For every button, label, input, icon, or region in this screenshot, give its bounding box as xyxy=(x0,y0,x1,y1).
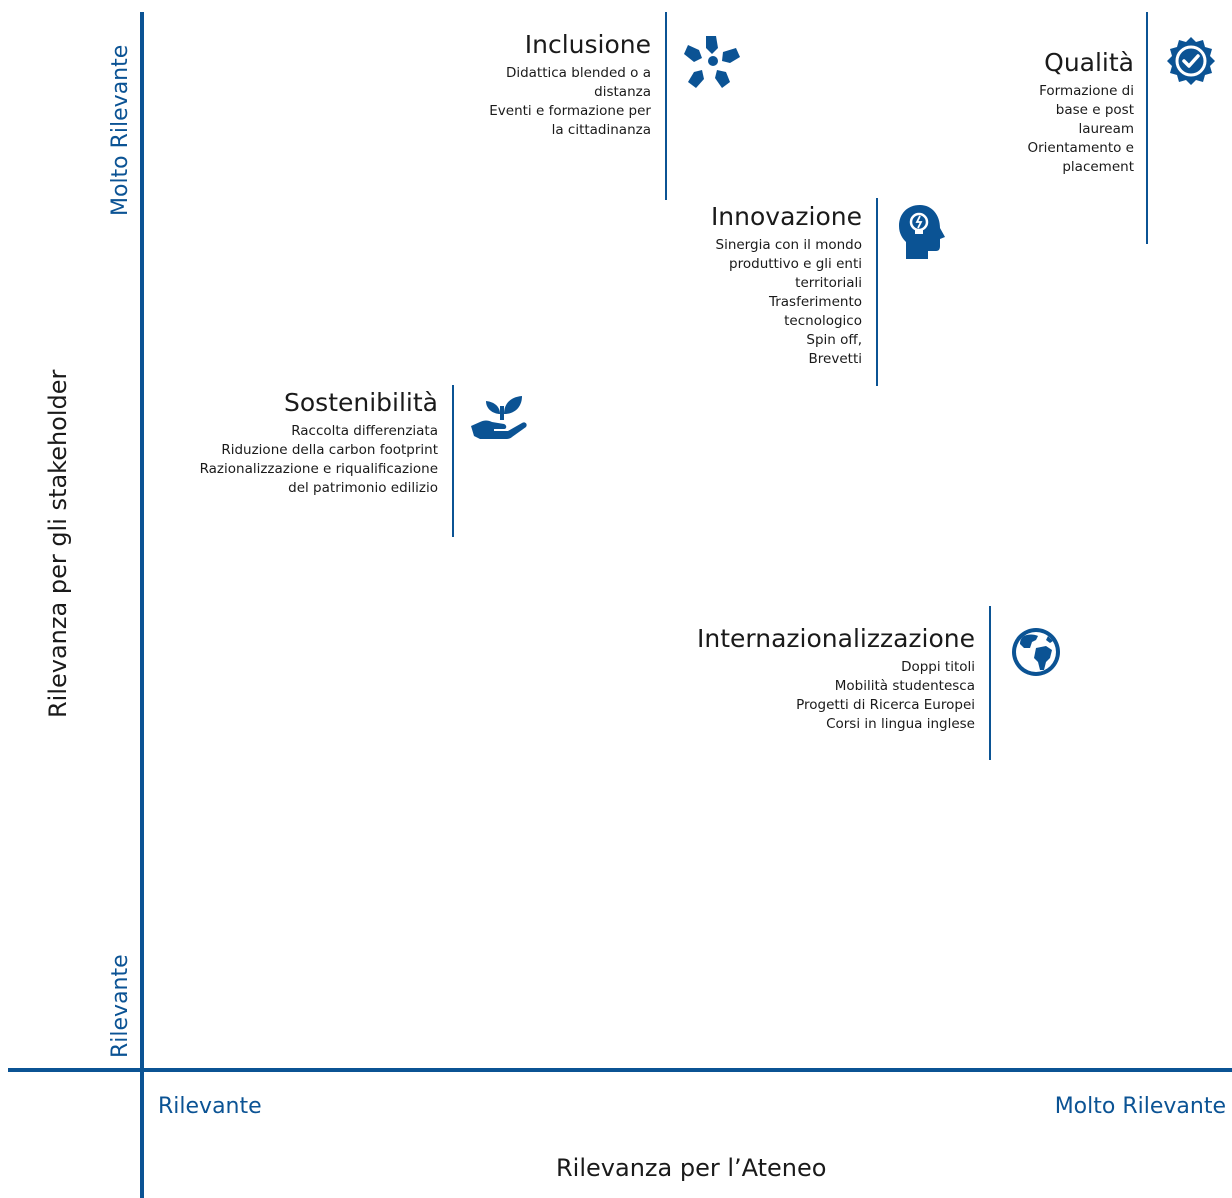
y-axis-label: Rilevanza per gli stakeholder xyxy=(44,369,72,718)
head-lightbulb-icon xyxy=(898,204,946,264)
point-item: placement xyxy=(1062,159,1134,175)
point-separator xyxy=(1146,12,1148,244)
hand-plant-icon xyxy=(470,392,530,444)
point-item: la cittadinanza xyxy=(551,122,651,138)
point-title: Sostenibilità xyxy=(284,388,438,417)
point-title: Qualità xyxy=(1044,48,1134,77)
point-separator xyxy=(665,12,667,200)
point-item: Sinergia con il mondo xyxy=(715,237,863,253)
point-item: Formazione di xyxy=(1039,83,1134,99)
point-internazionalizzazione: Internazionalizzazione Doppi titoli Mobi… xyxy=(697,624,975,734)
point-item: Progetti di Ricerca Europei xyxy=(796,697,975,713)
globe-icon xyxy=(1010,626,1062,682)
x-axis-line xyxy=(8,1068,1232,1072)
point-item: Razionalizzazione e riqualificazione xyxy=(199,461,438,477)
x-axis-label: Rilevanza per l’Ateneo xyxy=(556,1154,827,1182)
point-separator xyxy=(452,385,454,537)
point-title: Innovazione xyxy=(710,202,862,231)
point-item: Corsi in lingua inglese xyxy=(826,716,975,732)
point-item: tecnologico xyxy=(784,313,862,329)
y-tick-high: Molto Rilevante xyxy=(108,44,133,216)
point-sostenibilita: Sostenibilità Raccolta differenziata Rid… xyxy=(200,388,438,498)
point-item: Didattica blended o a xyxy=(505,65,651,81)
point-item: Brevetti xyxy=(808,351,862,367)
point-item: Spin off, xyxy=(806,332,862,348)
point-separator xyxy=(876,198,878,386)
point-item: del patrimonio edilizio xyxy=(288,480,438,496)
point-item: Raccolta differenziata xyxy=(291,423,438,439)
point-item: Riduzione della carbon footprint xyxy=(221,442,438,458)
check-badge-icon xyxy=(1166,36,1216,90)
point-separator xyxy=(989,606,991,760)
point-item: territoriali xyxy=(795,275,862,291)
point-qualita: Qualità Formazione di base e post laurea… xyxy=(1027,48,1134,177)
point-item: lauream xyxy=(1078,121,1134,137)
hands-circle-icon xyxy=(680,30,746,96)
point-title: Internazionalizzazione xyxy=(697,624,975,653)
point-innovazione: Innovazione Sinergia con il mondo produt… xyxy=(711,202,862,369)
y-axis-line xyxy=(140,12,144,1198)
x-tick-high: Molto Rilevante xyxy=(1054,1094,1226,1119)
point-item: Trasferimento xyxy=(768,294,862,310)
point-item: distanza xyxy=(594,84,651,100)
point-title: Inclusione xyxy=(524,30,651,59)
point-item: Mobilità studentesca xyxy=(834,678,975,694)
point-item: Eventi e formazione per xyxy=(489,103,651,119)
y-tick-low: Rilevante xyxy=(108,954,133,1058)
point-item: Doppi titoli xyxy=(901,659,975,675)
point-item: produttivo e gli enti xyxy=(729,256,862,272)
point-item: base e post xyxy=(1055,102,1134,118)
point-item: Orientamento e xyxy=(1027,140,1134,156)
x-tick-low: Rilevante xyxy=(158,1094,262,1119)
point-inclusione: Inclusione Didattica blended o a distanz… xyxy=(489,30,651,140)
